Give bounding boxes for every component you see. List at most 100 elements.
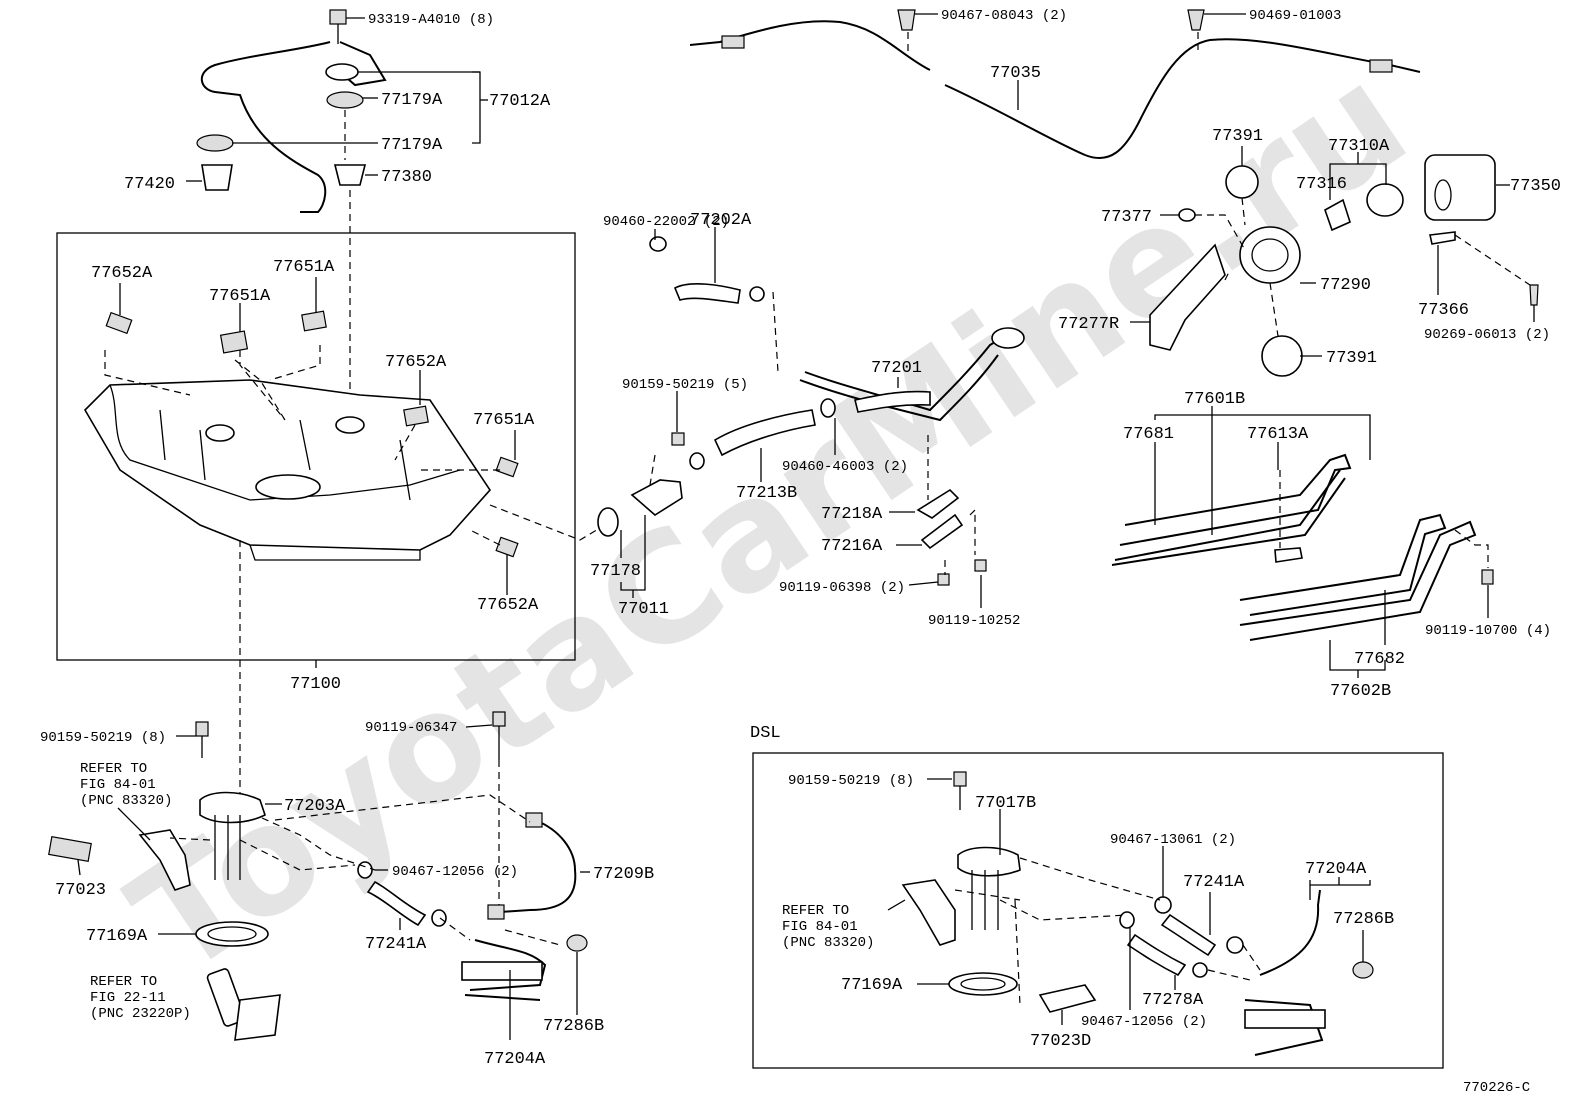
fuel-tube-icon	[1244, 1009, 1326, 1029]
hose-icon	[713, 409, 816, 457]
part-label: 90119-06398 (2)	[779, 580, 905, 596]
dsl-pump-group	[901, 771, 1374, 1056]
hose-icon	[854, 390, 931, 413]
part-label: 77213B	[736, 484, 797, 503]
bracket-icon	[916, 488, 960, 519]
part-label: 77601B	[1184, 390, 1245, 409]
dsl-group-frame	[752, 752, 1444, 1069]
part-label: 77391	[1326, 349, 1377, 368]
hose-icon	[1126, 933, 1187, 977]
part-label: 77420	[124, 175, 175, 194]
gasket-icon	[1225, 165, 1259, 199]
filter-icon	[234, 994, 281, 1041]
hose-icon	[366, 880, 427, 927]
part-label: 77377	[1101, 208, 1152, 227]
pad-icon	[403, 405, 429, 427]
gasket-icon	[1261, 335, 1303, 377]
hose-icon	[1160, 913, 1217, 957]
hose-end-icon	[566, 934, 588, 952]
text-note: REFER TO	[782, 903, 849, 919]
part-label: 90119-10700 (4)	[1425, 623, 1551, 639]
fuel-tube-icon	[461, 961, 543, 981]
part-label: 90467-12056 (2)	[392, 864, 518, 880]
part-label: 90469-01003	[1249, 8, 1341, 24]
text-note: FIG 22-11	[90, 990, 166, 1006]
gasket-icon	[948, 972, 1018, 996]
part-label: 77178	[590, 562, 641, 581]
part-label: 77682	[1354, 650, 1405, 669]
part-label: 77169A	[86, 927, 148, 946]
part-label: 77277R	[1058, 315, 1119, 334]
bolt-icon	[953, 771, 967, 787]
fuel-tank-icon	[83, 379, 492, 561]
fuel-pump-group	[48, 711, 588, 1041]
grommet-icon	[201, 164, 233, 191]
part-label: 77241A	[1183, 873, 1245, 892]
clamp-icon	[1154, 896, 1172, 914]
part-label: 77204A	[1305, 860, 1367, 879]
filler-pipe-icon	[597, 236, 1025, 586]
part-label: 77286B	[1333, 910, 1394, 929]
clamp-icon	[1226, 936, 1244, 954]
clamp-icon	[1187, 9, 1205, 31]
part-label: 90159-50219 (5)	[622, 377, 748, 393]
sender-gauge-icon	[957, 846, 1021, 877]
part-label: 77012A	[489, 92, 551, 111]
part-label: 77209B	[593, 865, 654, 884]
bracket-icon	[920, 513, 964, 550]
part-label: 77681	[1123, 425, 1174, 444]
part-label: 77023D	[1030, 1032, 1091, 1051]
gasket-icon	[195, 921, 269, 947]
bolt-icon	[492, 711, 506, 727]
part-label: 77218A	[821, 505, 883, 524]
filter-icon	[1038, 984, 1097, 1013]
part-label: 90269-06013 (2)	[1424, 327, 1550, 343]
part-label: 77278A	[1142, 991, 1204, 1010]
section-label-dsl: DSL	[750, 724, 781, 743]
valve-icon	[325, 63, 359, 81]
text-note: FIG 84-01	[782, 919, 858, 935]
text-note: REFER TO	[90, 974, 157, 990]
clamp-icon	[820, 398, 836, 418]
hose-end-icon	[1352, 961, 1374, 979]
gasket-icon	[597, 507, 619, 537]
sender-gauge-icon	[199, 791, 266, 824]
part-label: 77169A	[841, 976, 903, 995]
connector-icon	[48, 835, 92, 863]
part-label: 77216A	[821, 537, 883, 556]
filler-neck-icon	[1239, 226, 1301, 284]
pad-icon	[495, 536, 519, 558]
tank-straps-icon	[1111, 453, 1494, 641]
part-label: 77380	[381, 168, 432, 187]
part-label: 90119-06347	[365, 720, 457, 736]
pad-icon	[495, 456, 519, 478]
bolt-icon	[937, 573, 950, 586]
fuel-pump-icon	[206, 968, 246, 1027]
bracket-icon	[901, 879, 956, 946]
text-note: (PNC 83320)	[782, 935, 874, 951]
part-label: 77179A	[381, 136, 443, 155]
part-label: 77316	[1296, 175, 1347, 194]
filler-protector-icon	[1149, 243, 1226, 351]
part-label: 77602B	[1330, 682, 1391, 701]
fuel-lid-icon	[1424, 154, 1496, 221]
text-note: REFER TO	[80, 761, 147, 777]
part-label: 90467-12056 (2)	[1081, 1014, 1207, 1030]
fuel-lid-cable-icon	[689, 9, 1421, 160]
vent-assembly	[186, 9, 488, 415]
part-label: 77651A	[273, 258, 335, 277]
connector-icon	[487, 904, 505, 920]
bracket-icon	[138, 829, 191, 891]
part-label: 77202A	[690, 211, 752, 230]
clamp-icon	[1178, 208, 1196, 222]
part-label: 77023	[55, 881, 106, 900]
gasket-icon	[196, 134, 234, 152]
part-label: 77350	[1510, 177, 1561, 196]
pad-icon	[219, 330, 249, 354]
part-label: 77017B	[975, 794, 1036, 813]
part-label: 90159-50219 (8)	[40, 730, 166, 746]
part-label: 77290	[1320, 276, 1371, 295]
gasket-icon	[326, 91, 364, 109]
part-label: 77035	[990, 64, 1041, 83]
part-label: 77179A	[381, 91, 443, 110]
